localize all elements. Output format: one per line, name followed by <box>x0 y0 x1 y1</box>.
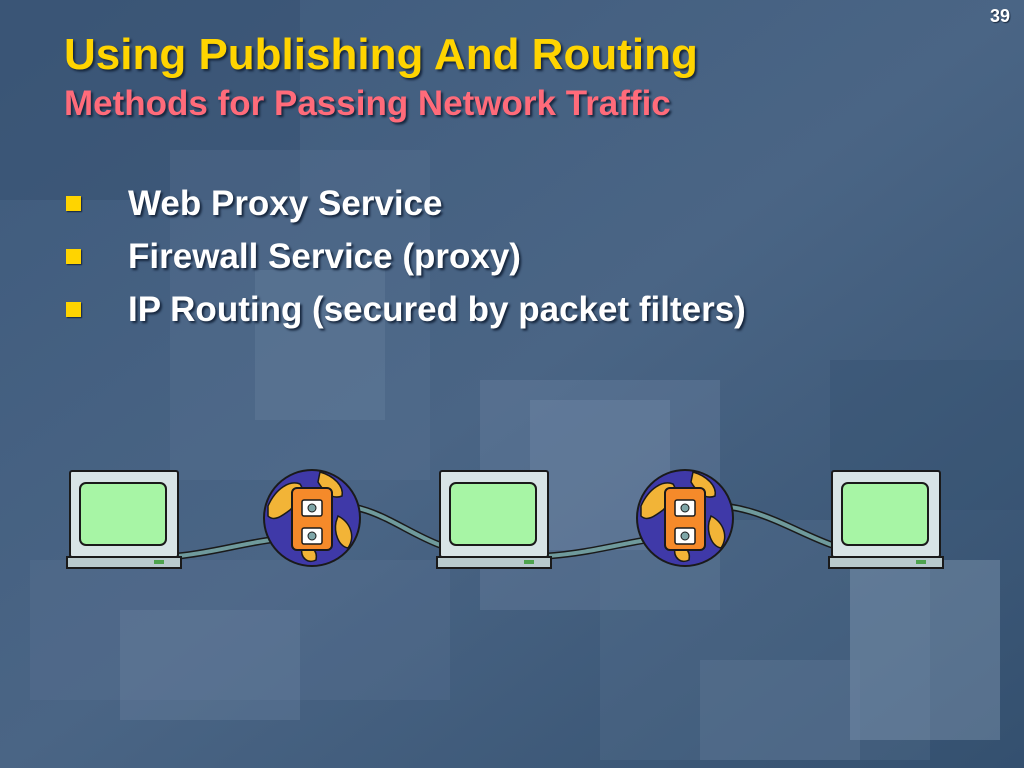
bullet-text: Firewall Service (proxy) <box>128 237 521 276</box>
globe-wall-jack-icon <box>636 469 734 567</box>
square-bullet-icon <box>66 249 81 264</box>
monitor-icon <box>66 470 182 569</box>
bullet-text: IP Routing (secured by packet filters) <box>128 290 746 329</box>
network-diagram <box>66 469 944 569</box>
slide-title: Using Publishing And Routing <box>64 30 698 79</box>
globe-wall-jack-icon <box>263 469 361 567</box>
monitor-icon <box>436 470 552 569</box>
square-bullet-icon <box>66 196 81 211</box>
monitor-icon <box>828 470 944 569</box>
bullet-text: Web Proxy Service <box>128 184 443 223</box>
page-number: 39 <box>989 6 1010 26</box>
slide-subtitle: Methods for Passing Network Traffic <box>64 84 671 123</box>
square-bullet-icon <box>66 302 81 317</box>
